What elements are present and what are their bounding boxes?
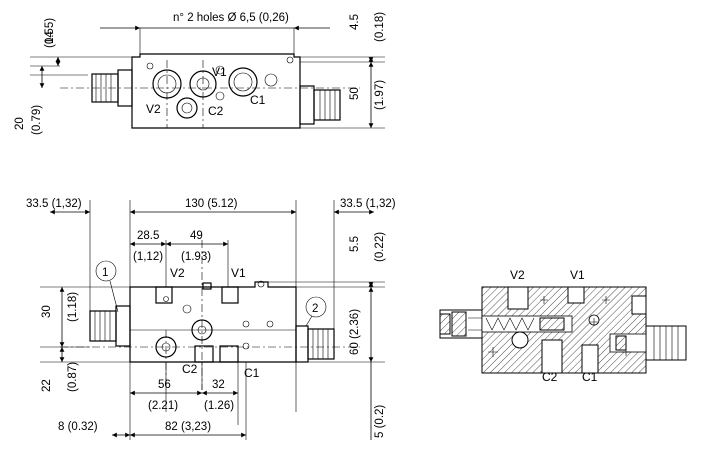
top-dim-50: 50 [349, 87, 361, 100]
top-holes-note: n° 2 holes Ø 6,5 (0,26) [173, 12, 289, 24]
front-left-connector [89, 305, 131, 347]
front-port-v1: V1 [231, 266, 246, 280]
top-dim-14-in: (0.55) [44, 18, 56, 48]
top-dim-20-in: (0.79) [31, 105, 43, 135]
section-left-cartridge [439, 309, 573, 339]
front-dim-22: 22 [41, 379, 53, 392]
top-port-c1: C1 [250, 93, 266, 107]
front-dim-5-5-in: (0.22) [374, 232, 386, 262]
front-port-v2: V2 [170, 266, 185, 280]
top-view: n° 2 holes Ø 6,5 (0,26) 14 (0.55) 20 (0.… [14, 12, 386, 135]
front-dim-body-length: 130 (5.12) [185, 198, 238, 210]
front-dim-8: 8 (0.32) [58, 421, 98, 433]
front-dim-5: 5 (0.2) [374, 405, 386, 438]
top-port-c2: C2 [208, 104, 224, 118]
top-port-v1: V1 [212, 65, 227, 79]
callout-1: 1 [95, 260, 119, 313]
front-dim-60: 60 (2.36) [349, 309, 361, 355]
front-dim-56-in: (2.21) [148, 400, 178, 412]
callout-2-label: 2 [312, 303, 318, 315]
front-dim-30: 30 [41, 305, 53, 318]
front-dim-49-in: (1.93) [181, 251, 211, 263]
front-dim-28-5-in: (1,12) [133, 251, 163, 263]
front-dim-82: 82 (3,23) [165, 421, 211, 433]
top-dim-50-in: (1.97) [374, 80, 386, 110]
top-right-connector [299, 85, 341, 125]
top-dim-4-5-in: (0.18) [374, 12, 386, 42]
callout-2: 2 [305, 296, 327, 327]
front-right-connector [295, 325, 335, 363]
front-dim-49: 49 [190, 230, 203, 242]
section-view: V2 V1 C2 C1 [439, 268, 687, 384]
front-dim-5-5: 5.5 [349, 236, 361, 252]
section-port-v1: V1 [570, 268, 585, 282]
front-port-c2: C2 [182, 362, 198, 376]
front-dim-22-in: (0.87) [67, 362, 79, 392]
front-dim-56: 56 [158, 379, 171, 391]
front-dim-left-overhang: 33.5 (1,32) [26, 198, 82, 210]
front-view: 1 2 33.5 (1,32) 130 (5.12) 33.5 (1,32) 2… [26, 198, 396, 440]
front-dim-32-in: (1.26) [204, 400, 234, 412]
front-port-c1: C1 [244, 366, 260, 380]
top-dim-14: 14 [44, 31, 56, 44]
top-dim-20: 20 [14, 117, 26, 130]
front-dim-28-5: 28.5 [137, 230, 159, 242]
front-dim-32: 32 [212, 379, 225, 391]
section-port-v2: V2 [510, 268, 525, 282]
section-port-c1: C1 [582, 370, 598, 384]
front-dim-right-overhang: 33.5 (1,32) [340, 198, 396, 210]
callout-1-label: 1 [102, 267, 108, 279]
top-port-v2: V2 [146, 102, 161, 116]
section-port-c2: C2 [542, 370, 558, 384]
section-right-cartridge [609, 325, 687, 361]
top-dim-4-5: 4.5 [349, 14, 361, 30]
front-dim-30-in: (1.18) [67, 292, 79, 322]
